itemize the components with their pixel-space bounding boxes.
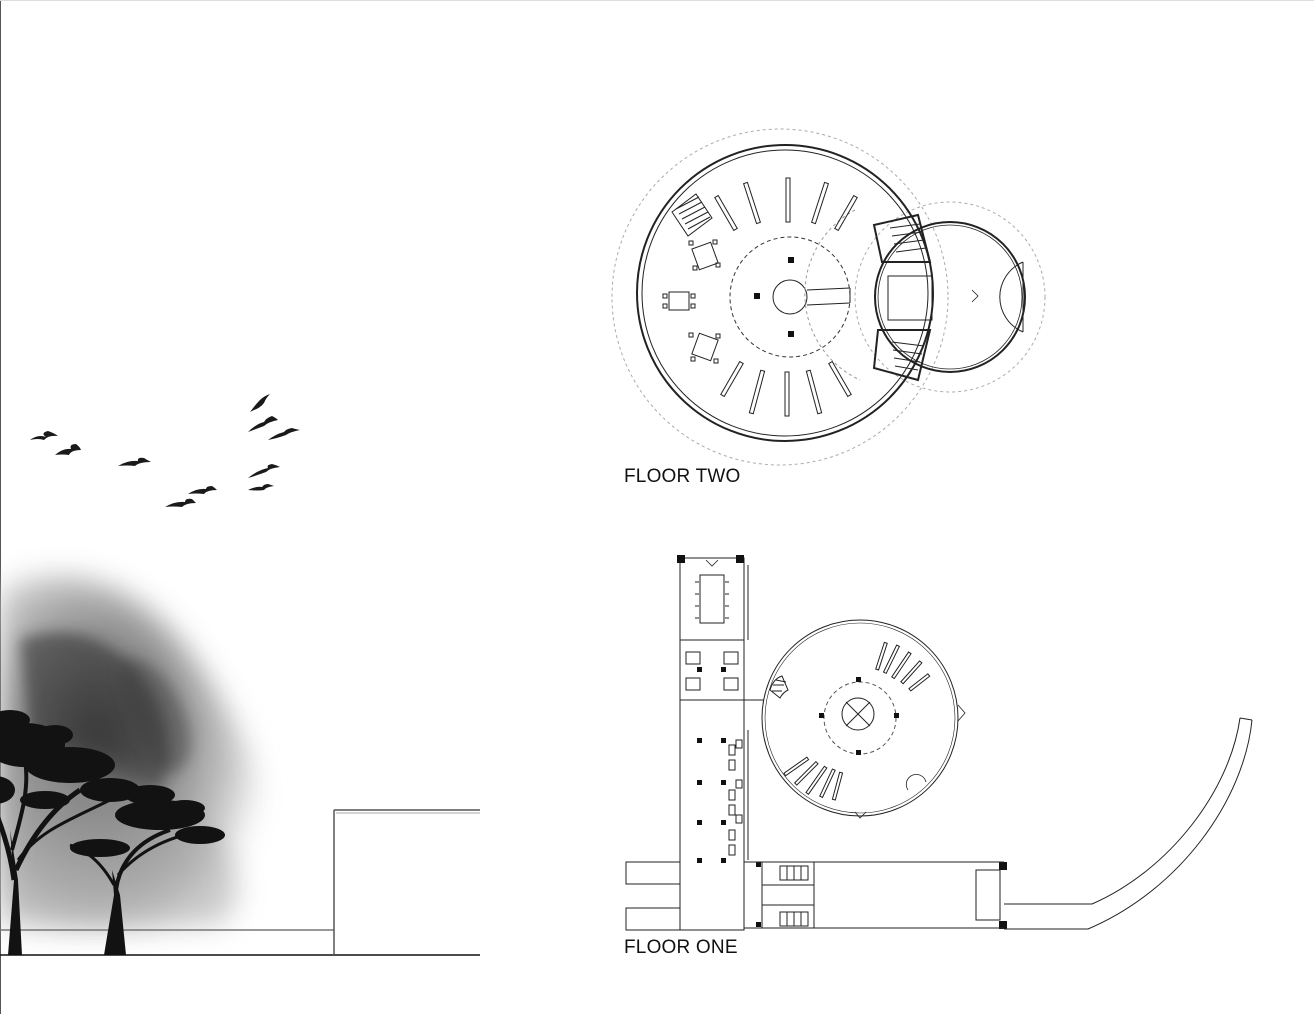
- floor-one-plan: [625, 555, 1253, 931]
- vertical-wing: [679, 557, 745, 931]
- curved-walkway: [1004, 717, 1253, 930]
- column-icon: [819, 677, 899, 755]
- stair-icon: [671, 193, 713, 237]
- floor-one-label: FLOOR ONE: [624, 937, 738, 958]
- shelving-top: [714, 177, 858, 232]
- column-icon: [754, 257, 794, 337]
- building-elevation: [333, 809, 480, 955]
- counter-seats: [728, 739, 743, 856]
- table-icon: [695, 559, 729, 624]
- round-pavilion: [761, 619, 966, 819]
- site-elevation: [0, 394, 480, 956]
- bird-icon: [30, 394, 300, 507]
- shelving-bottom: [720, 360, 852, 417]
- table-icon: [662, 239, 721, 364]
- sheet-border-left: [0, 0, 1, 1014]
- column-icon: [677, 555, 1007, 929]
- sheet-border-top: [0, 0, 1314, 1]
- tree-icon: [0, 710, 225, 955]
- floor-two-plan: [611, 128, 1046, 466]
- floor-two-label: FLOOR TWO: [624, 466, 741, 487]
- core-rooms: [872, 213, 979, 382]
